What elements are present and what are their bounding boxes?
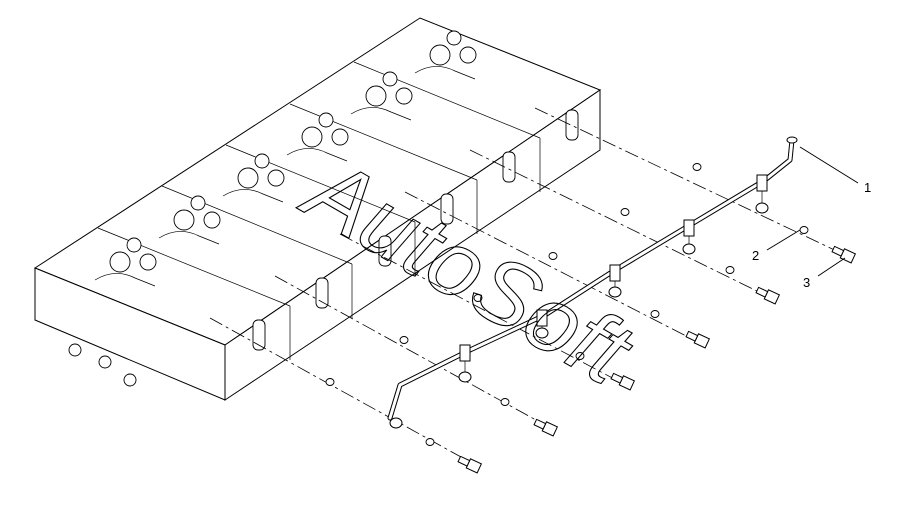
callout-3: 3 bbox=[803, 275, 810, 290]
callout-1: 1 bbox=[864, 180, 871, 195]
banjo-bolts bbox=[457, 245, 857, 474]
fuel-supply-pipe bbox=[387, 136, 798, 429]
callout-2: 2 bbox=[752, 248, 759, 263]
cylinder-head-block bbox=[33, 17, 602, 401]
callouts: 1 2 3 bbox=[752, 146, 871, 290]
alignment-lines bbox=[209, 107, 846, 463]
